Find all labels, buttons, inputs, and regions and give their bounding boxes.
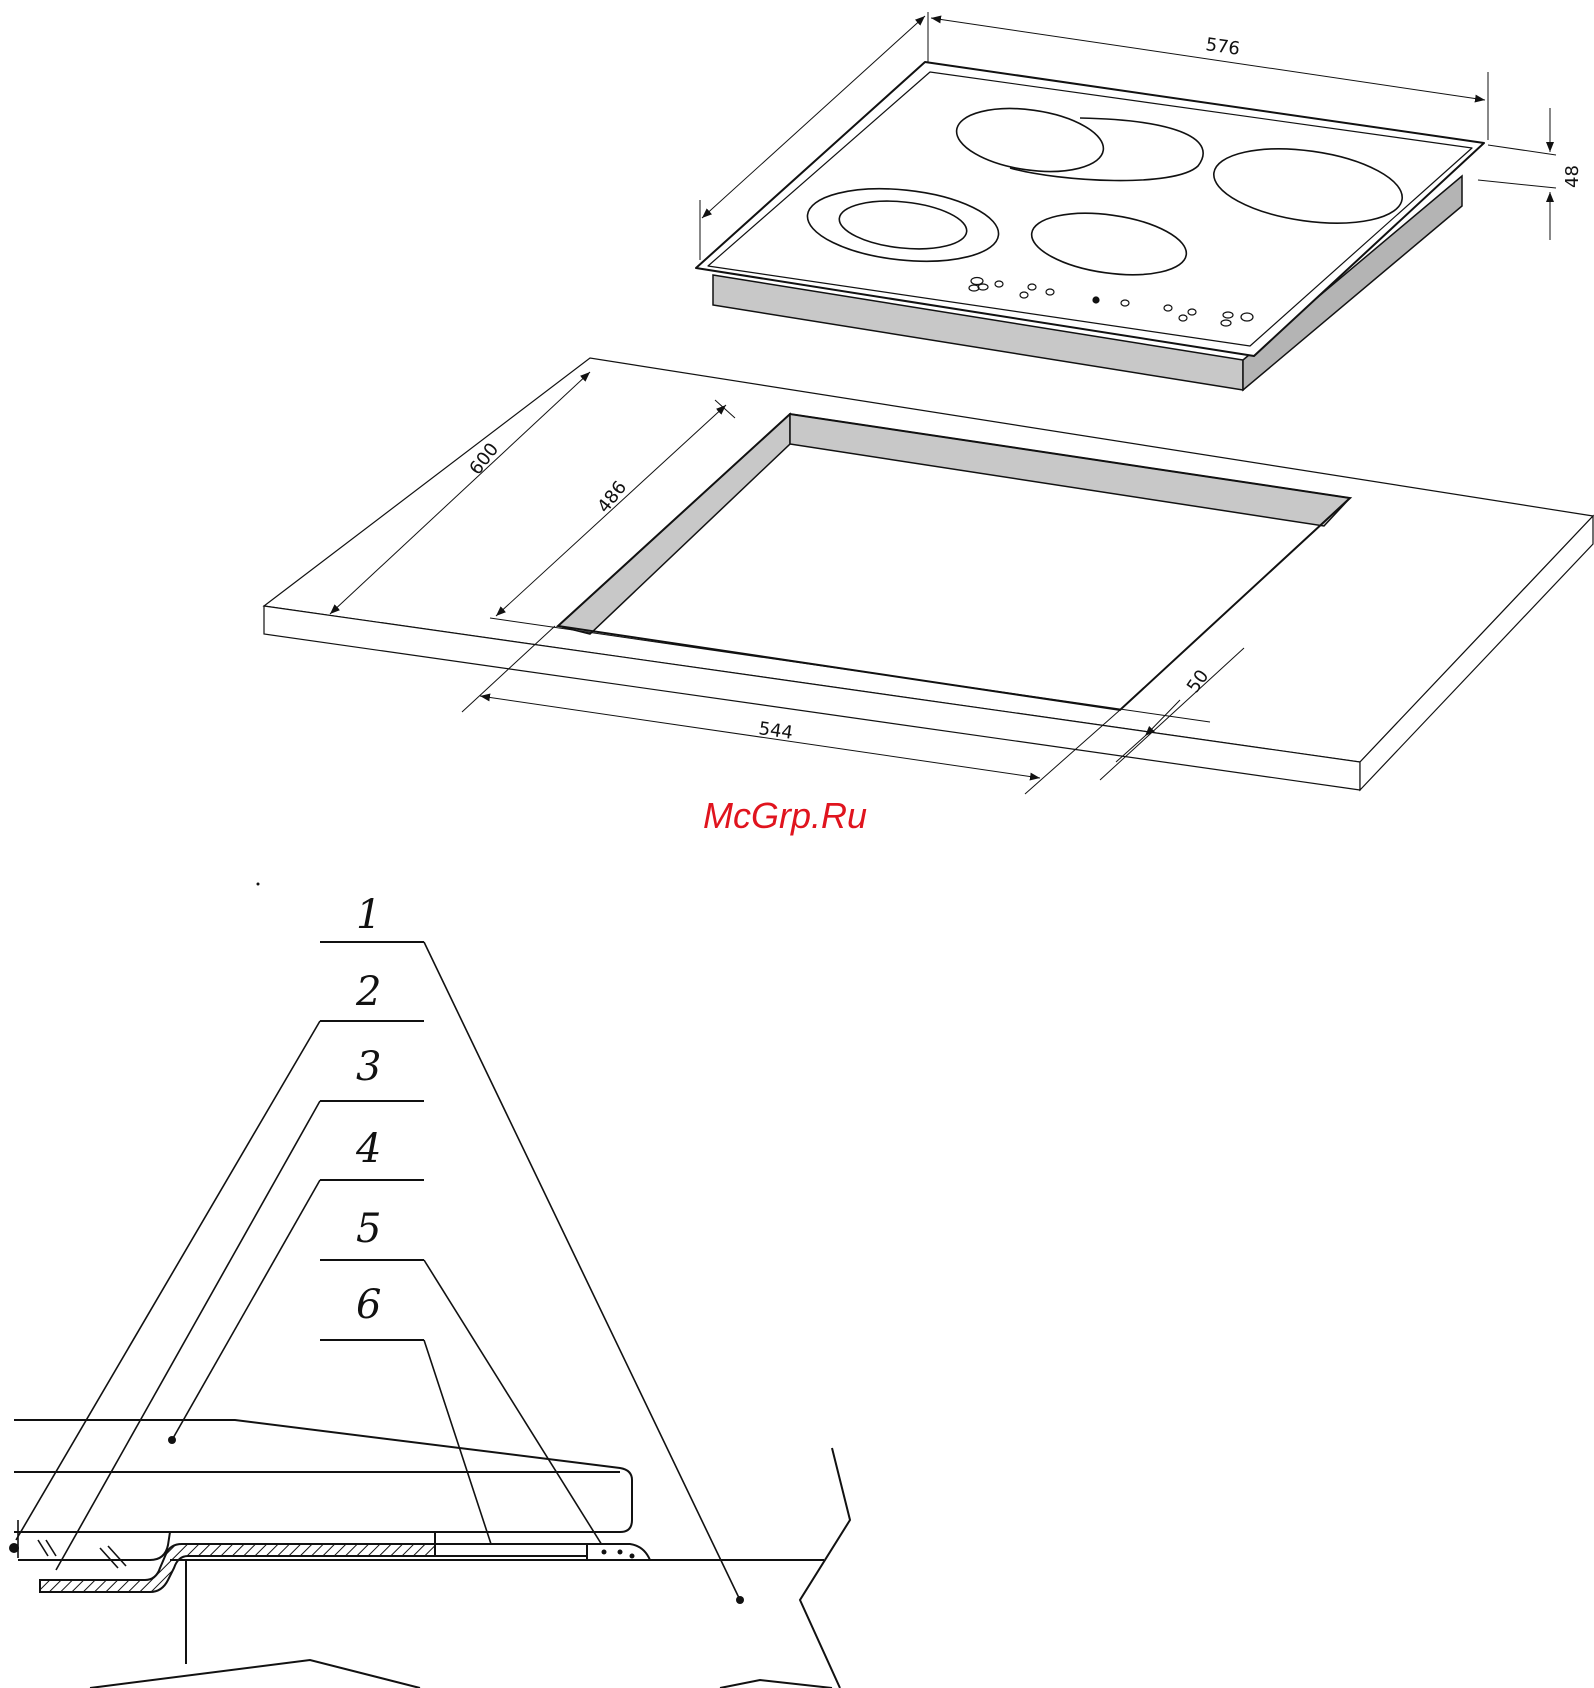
callout-2-label: 2 — [355, 969, 381, 1015]
worktop-drawing: 600 486 544 50 — [264, 358, 1593, 794]
watermark-text: McGrp.Ru — [703, 795, 867, 836]
dim-hob-width-label: 576 — [1204, 34, 1241, 60]
dim-cutout-width-label: 544 — [757, 718, 794, 744]
section-seal-hatch — [40, 1544, 435, 1592]
section-worktop-break — [90, 1660, 832, 1688]
callout-6-label: 6 — [356, 1282, 381, 1328]
section-clip — [435, 1544, 587, 1556]
dim-hob-height-label: 48 — [1562, 165, 1583, 188]
callout-1-label: 1 — [356, 892, 381, 938]
callout-4-label: 4 — [355, 1126, 381, 1172]
hob-drawing: 576 48 — [696, 12, 1583, 390]
section-glass-plate — [14, 1420, 632, 1532]
cross-section-drawing: 1 2 3 4 5 6 — [9, 892, 850, 1688]
callout-3-label: 3 — [356, 1044, 381, 1090]
callout-5-label: 5 — [356, 1206, 381, 1252]
